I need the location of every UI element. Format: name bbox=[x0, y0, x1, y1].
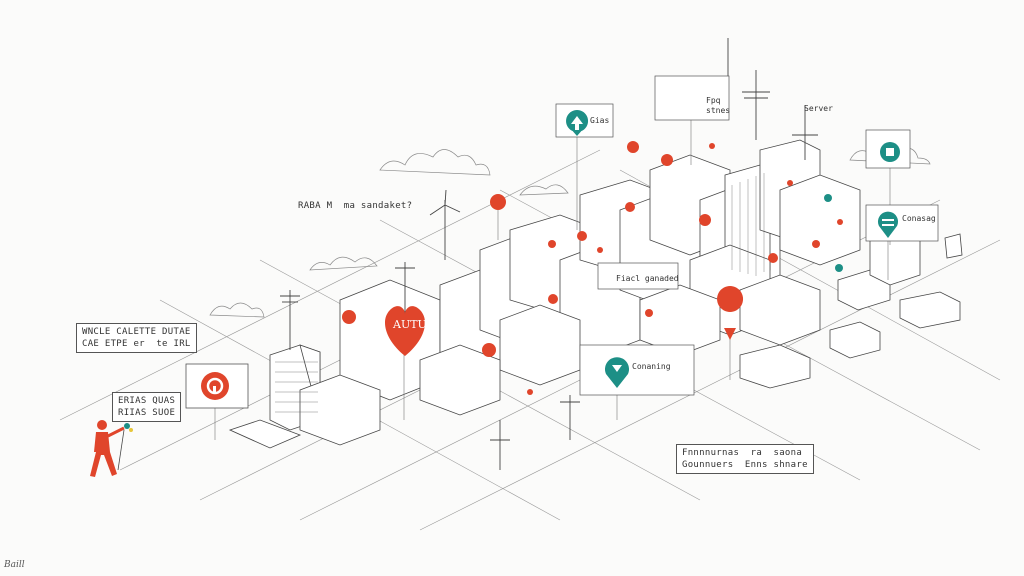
pin-tag-top-gis: Gias bbox=[590, 116, 610, 125]
buildings bbox=[228, 139, 963, 449]
red-pin-label: ILC bbox=[722, 318, 739, 328]
annotation-bottom-right: Fnnnnurnas ra saona Gounnuers Enns shnar… bbox=[676, 444, 814, 474]
building-windows bbox=[275, 173, 765, 413]
annotation-top-center: RABA M ma sandaket? bbox=[298, 201, 413, 211]
annotation-server-label: Server bbox=[804, 104, 833, 113]
label-boxes bbox=[555, 75, 939, 396]
worker-figure-icon bbox=[90, 420, 133, 477]
heart-label: AUTU bbox=[393, 318, 427, 331]
pin-teal-icon bbox=[566, 110, 900, 388]
heart-icon bbox=[385, 306, 425, 356]
pin-tag-right-cable: Conasag bbox=[902, 214, 936, 223]
pin-red-icon bbox=[342, 95, 843, 395]
annotation-left-small: ERIAS QUAS RIIAS SUOE bbox=[112, 392, 182, 422]
annotation-mid-label: Fiacl ganaded bbox=[616, 274, 679, 283]
pin-tag-top-fee: Fpq stnes bbox=[706, 96, 731, 115]
pin-teal-glyphs bbox=[571, 116, 894, 372]
sign-panel-left bbox=[185, 363, 249, 409]
artist-signature: Baill bbox=[4, 560, 25, 570]
pin-tag-center-teal: Conaning bbox=[632, 362, 671, 371]
annotation-left-box: WNCLE CALETTE DUTAE CAE ETPE er te IRL bbox=[76, 323, 197, 353]
